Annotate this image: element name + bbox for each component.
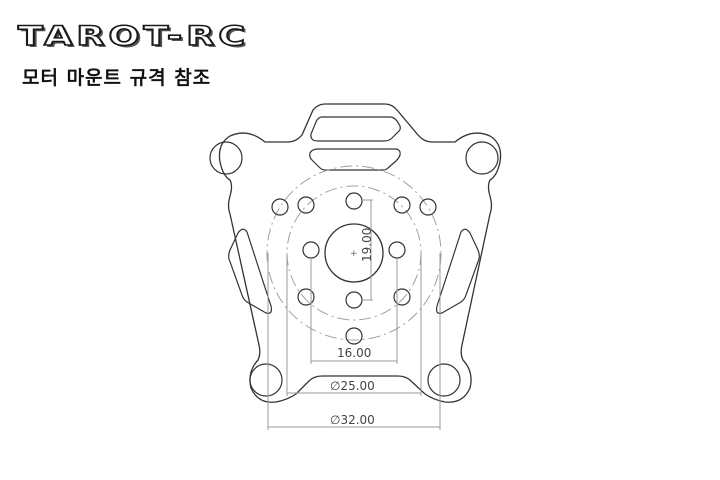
dim-diameter-25-label: ∅25.00 [330, 379, 375, 393]
screw-holes [271, 192, 437, 345]
center-bore [324, 223, 384, 283]
top-slot-lower [309, 148, 401, 171]
corner-hole-top-right [465, 141, 499, 175]
dim-horizontal-label: 16.00 [337, 346, 371, 360]
dim-diameter-25 [286, 253, 422, 396]
corner-hole-top-left [209, 141, 243, 175]
side-slot-left [228, 228, 273, 314]
dim-diameter-32-label: ∅32.00 [330, 413, 375, 427]
brand-logo: TAROT-RC [17, 21, 250, 53]
dim-vertical-label: 19.00 [360, 228, 374, 262]
page-title: 모터 마운트 규격 참조 [22, 67, 212, 89]
dim-diameter-32 [267, 253, 441, 430]
dim-vertical [362, 199, 373, 301]
side-slot-right [435, 228, 480, 314]
top-slot-upper [310, 116, 401, 142]
svg-text:+: + [350, 249, 358, 259]
plate-outline [218, 103, 502, 403]
bolt-circle-outer [266, 165, 442, 341]
corner-hole-bottom-left [249, 363, 283, 397]
corner-hole-bottom-right [427, 363, 461, 397]
dim-horizontal [310, 258, 398, 364]
